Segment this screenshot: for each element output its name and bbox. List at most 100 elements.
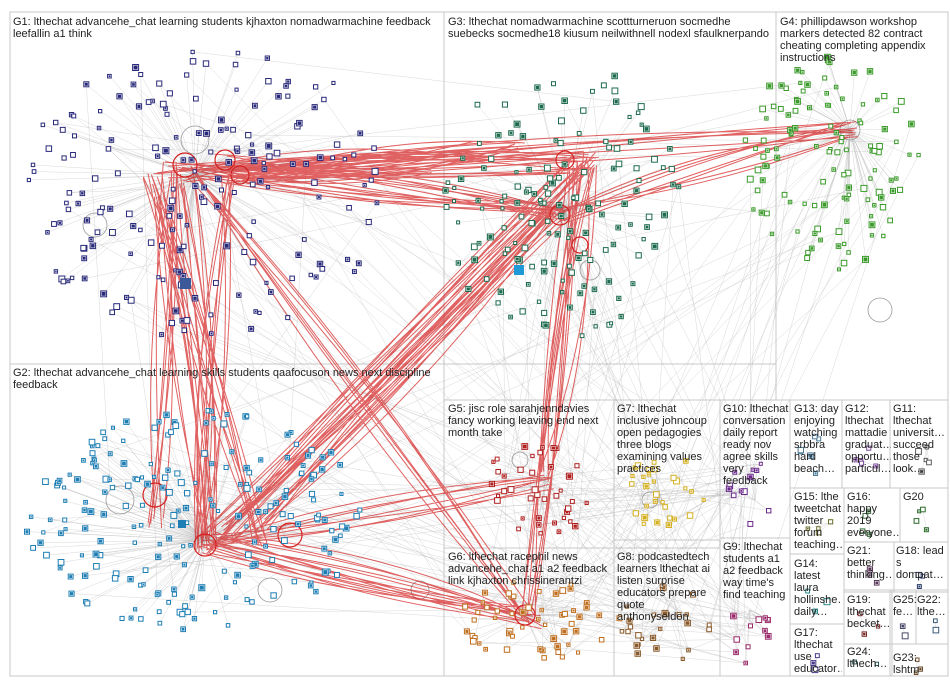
node-fill: [219, 128, 223, 132]
node-g2: [62, 485, 67, 490]
node-g1: [231, 190, 237, 195]
node-fill: [245, 466, 249, 470]
node-fill: [876, 99, 879, 101]
node-fill: [791, 133, 793, 135]
node-fill: [225, 596, 227, 599]
node-g1: [60, 278, 67, 285]
node-fill: [627, 619, 631, 623]
node-fill: [734, 650, 738, 654]
node-g3: [500, 206, 505, 211]
node-fill: [789, 201, 791, 203]
node-g2: [181, 544, 186, 549]
node-g3: [543, 185, 549, 190]
node-fill: [204, 131, 209, 136]
node-fill: [193, 617, 196, 620]
node-g15: [815, 529, 822, 536]
group-box-g11: [889, 399, 949, 489]
node-fill: [212, 417, 215, 419]
node-g2: [42, 478, 49, 485]
node-fill: [259, 458, 262, 461]
node-fill: [568, 229, 572, 233]
node-fill: [168, 206, 173, 211]
node-g3: [611, 87, 619, 95]
node-fill: [478, 242, 480, 245]
node-g3: [477, 141, 482, 146]
node-g11: [926, 459, 932, 466]
node-g1: [192, 169, 197, 174]
node-g2: [41, 530, 46, 535]
node-g5: [496, 493, 501, 498]
node-fill: [537, 516, 541, 520]
node-fill: [102, 512, 106, 517]
node-g1: [40, 122, 46, 128]
node-fill: [161, 486, 164, 489]
node-g16: [859, 528, 866, 534]
node-fill: [256, 510, 260, 514]
node-fill: [629, 140, 632, 144]
node-fill: [908, 154, 911, 156]
node-fill: [801, 71, 803, 73]
node-g3: [641, 237, 646, 242]
node-fill: [863, 257, 868, 262]
node-g6: [525, 604, 532, 611]
node-g1: [166, 213, 173, 219]
node-g2: [216, 508, 221, 513]
node-g17: [811, 666, 819, 674]
node-fill: [84, 82, 88, 86]
node-fill: [230, 450, 233, 453]
node-fill: [321, 455, 325, 459]
node-g3: [480, 206, 485, 211]
node-g1: [65, 206, 72, 213]
node-fill: [868, 567, 872, 571]
node-fill: [94, 552, 98, 556]
node-fill: [190, 158, 193, 162]
node-g3: [541, 259, 548, 266]
node-fill: [173, 420, 176, 424]
node-g1: [31, 169, 37, 174]
node-g1: [235, 50, 241, 56]
node-g5: [494, 497, 501, 504]
node-g4: [876, 143, 883, 150]
node-g7: [651, 466, 658, 473]
node-g2: [166, 489, 173, 496]
node-g2: [169, 523, 175, 529]
node-g4: [760, 137, 767, 144]
node-fill: [585, 601, 589, 605]
node-fill: [306, 454, 310, 458]
node-g2: [142, 567, 149, 573]
node-fill: [551, 636, 556, 641]
node-g3: [668, 165, 675, 173]
node-g1: [138, 227, 143, 233]
node-g2: [57, 559, 65, 566]
node-g12: [859, 460, 865, 466]
node-fill: [807, 528, 809, 530]
node-fill: [160, 333, 163, 336]
node-fill: [509, 131, 513, 135]
node-fill: [494, 617, 496, 619]
node-fill: [108, 478, 111, 481]
node-g5: [541, 496, 548, 502]
node-g4: [742, 137, 749, 143]
node-fill: [556, 232, 560, 236]
node-fill: [227, 160, 231, 165]
node-fill: [651, 636, 655, 640]
node-g3: [519, 308, 526, 315]
node-g2: [111, 575, 119, 582]
node-fill: [845, 220, 848, 223]
node-fill: [70, 592, 74, 596]
node-fill: [642, 515, 647, 520]
node-g3: [445, 180, 451, 185]
node-fill: [253, 540, 256, 543]
node-g3: [593, 324, 598, 329]
node-g2: [177, 479, 185, 487]
node-g7: [686, 512, 694, 519]
node-fill: [174, 309, 178, 313]
node-fill: [509, 596, 512, 598]
node-g2: [220, 420, 228, 428]
node-fill: [83, 508, 86, 512]
node-fill: [64, 500, 66, 502]
node-g2: [139, 502, 145, 508]
node-g9: [733, 636, 740, 643]
node-g2: [138, 616, 144, 622]
node-g3: [488, 155, 495, 162]
